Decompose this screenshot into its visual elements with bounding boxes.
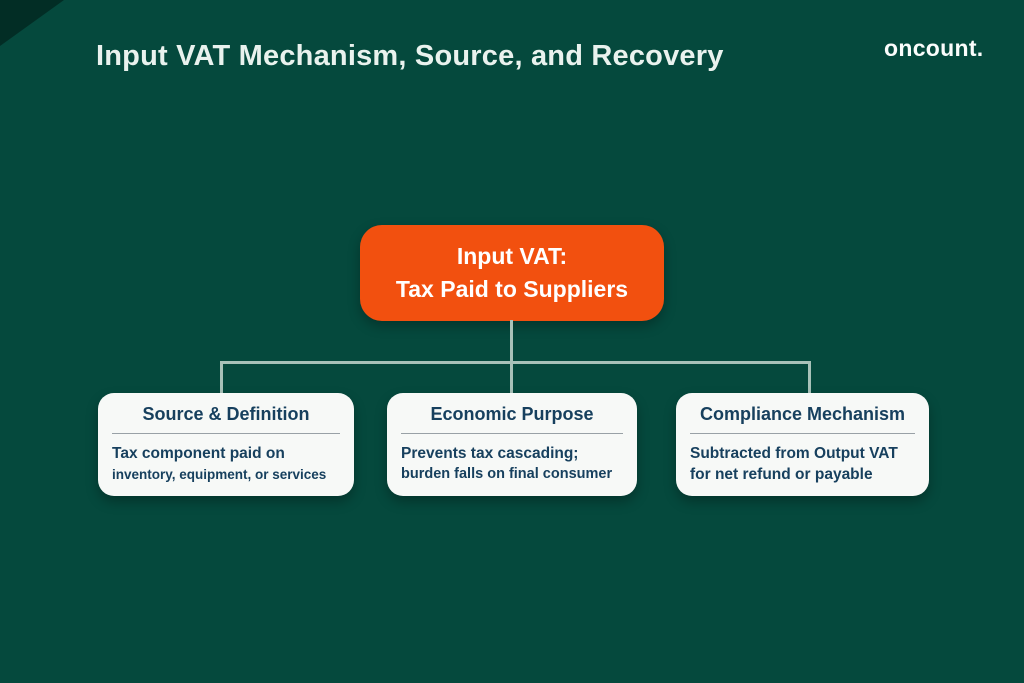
root-node-line1: Input VAT: (456, 243, 568, 269)
node-body: Subtracted from Output VAT for net refun… (690, 443, 915, 485)
node-divider (401, 433, 623, 434)
node-body: Prevents tax cascading; burden falls on … (401, 443, 623, 485)
node-body: Tax component paid on inventory, equipme… (112, 443, 340, 485)
node-body-line1: Subtracted from Output VAT (690, 445, 898, 462)
brand-logo: oncount. (884, 35, 984, 61)
node-body-line2: for net refund or payable (690, 466, 873, 483)
connector-drop-left (220, 361, 223, 396)
corner-shade-decoration (0, 0, 64, 46)
node-title: Source & Definition (142, 404, 310, 424)
connector-drop-right (808, 361, 811, 396)
connector-drop-center (510, 361, 513, 396)
node-economic-purpose: Economic Purpose Prevents tax cascading;… (387, 393, 637, 496)
page-title: Input VAT Mechanism, Source, and Recover… (96, 40, 724, 72)
node-title: Economic Purpose (430, 404, 594, 424)
node-divider (690, 433, 915, 434)
connector-stem (510, 320, 513, 363)
node-body-line1: Tax component paid on (112, 445, 285, 462)
root-node-input-vat: Input VAT: Tax Paid to Suppliers (360, 225, 664, 321)
node-body-line1: Prevents tax cascading; (401, 445, 579, 462)
node-title: Compliance Mechanism (699, 404, 906, 424)
connector-horizontal (220, 361, 811, 364)
node-body-line2: inventory, equipment, or services (112, 467, 327, 482)
node-divider (112, 433, 340, 434)
root-node-line2: Tax Paid to Suppliers (395, 276, 629, 302)
node-body-line2: burden falls on final consumer (401, 466, 613, 482)
node-compliance-mechanism: Compliance Mechanism Subtracted from Out… (676, 393, 929, 496)
node-source-definition: Source & Definition Tax component paid o… (98, 393, 354, 496)
